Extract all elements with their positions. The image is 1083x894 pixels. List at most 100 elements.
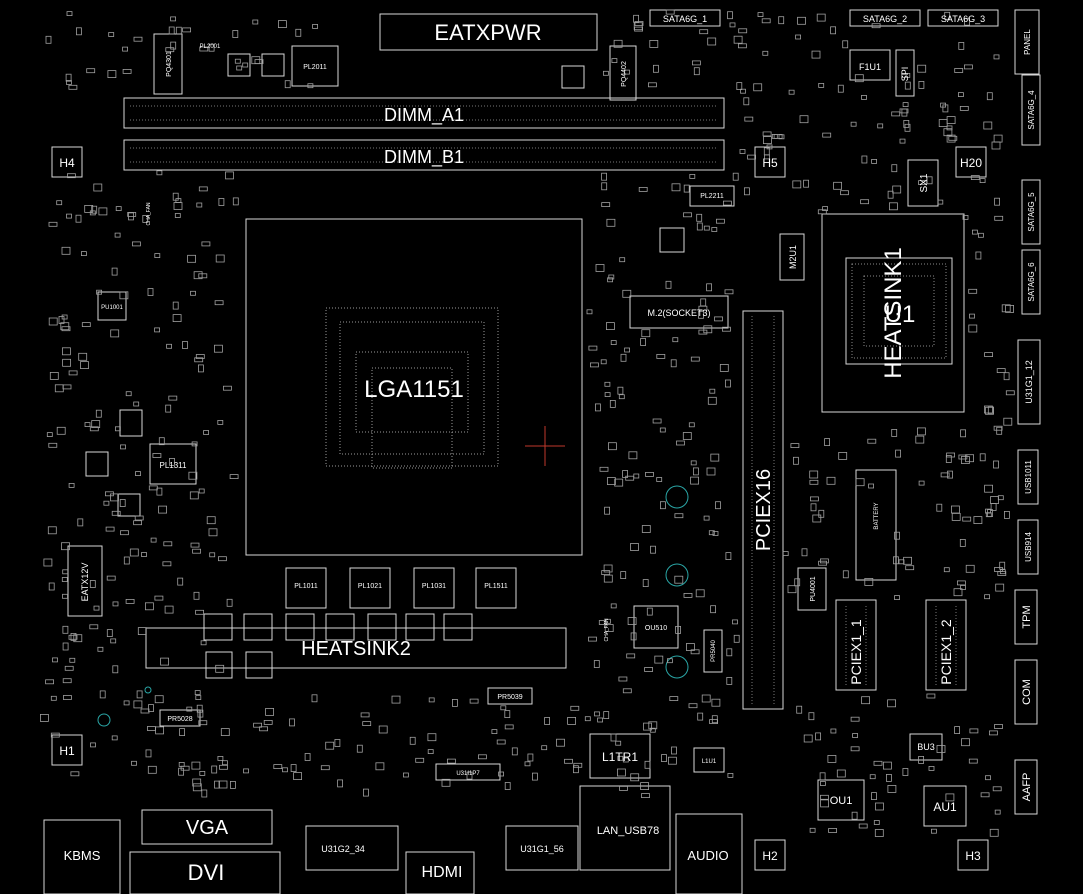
smd-pad [211,765,218,774]
smd-pad [123,700,130,706]
smd-pad [801,548,808,557]
smd-pad [793,456,799,465]
smd-pad [601,202,611,208]
smd-pad [904,123,911,132]
smd-pad [226,598,233,607]
heatsink1-outline [821,213,965,413]
smd-pad [142,214,149,223]
smd-pad [89,580,96,588]
smd-pad [67,173,76,179]
smd-pad [796,705,803,714]
smd-pad [726,648,733,657]
m2u1-chip [779,233,805,281]
smd-pad [76,27,82,36]
smd-pad [428,697,435,703]
smd-pad [415,757,425,763]
sata6g-2-label: SATA6G_2 [863,14,907,24]
smd-pad [133,36,143,42]
smd-pad [49,371,59,380]
smd-pad [634,21,644,26]
smd-pad [688,422,695,428]
smd-pad [674,575,684,584]
smd-pad [915,435,925,444]
smd-pad [960,429,966,438]
smd-pad [698,310,704,319]
smd-pad [993,460,999,469]
pl2011-inductor [291,45,339,87]
kbms-port [43,819,121,894]
smd-pad [724,289,734,295]
smd-pad [66,11,73,17]
smd-pad [45,679,54,685]
smd-pad [154,595,164,601]
smd-pad [714,316,723,322]
mounting-ring [665,485,689,509]
pq4301-component [153,33,183,95]
smd-pad [46,432,53,438]
smd-pad [822,206,828,212]
smd-pad [208,528,218,537]
smd-pad [221,760,228,766]
smd-pad [943,567,950,573]
smd-pad [723,200,732,206]
smd-pad [147,765,157,774]
lga-pin-field [325,307,499,469]
smd-pad [218,780,228,789]
smd-pad [66,80,72,85]
smd-pad [968,288,978,294]
smd-pad [595,403,601,412]
smd-pad [265,708,275,716]
u31i1p7-label: U31I1P7 [456,771,480,777]
smd-pad [871,23,881,29]
smd-pad [213,344,223,353]
smd-pad [179,728,186,736]
h3-label: H3 [965,849,981,863]
pl1311-inductor [149,443,197,485]
smd-pad [964,17,970,26]
dvi-port [129,851,281,894]
smd-pad [356,744,363,753]
smd-pad [62,347,71,356]
smd-pad [820,794,829,800]
smd-pad [106,575,116,581]
smd-pad [311,694,318,703]
cha-fan-2-label: CHA_FAN [604,618,610,641]
smd-pad [948,135,958,141]
smd-pad [75,214,82,223]
sata6g-5-connector [1021,179,1041,245]
smd-pad [158,505,168,514]
smd-pad [619,786,628,791]
smd-pad [188,471,198,480]
smd-pad [66,213,72,219]
smd-pad [337,779,344,788]
smd-pad [187,254,197,263]
pr5039-component [487,687,533,705]
smd-pad [61,542,70,551]
smd-pad [947,470,953,479]
smd-pad [251,56,261,65]
smd-pad [618,676,628,682]
smd-pad [820,781,826,786]
usb1011-connector [1017,449,1039,505]
smd-pad [809,827,816,833]
smd-pad [744,116,754,122]
smd-pad [320,765,330,771]
smd-pad [946,134,956,143]
smd-pad [983,121,993,130]
smd-pad [690,356,700,362]
smd-pad [601,182,608,191]
smd-pad [81,322,91,328]
smd-pad [112,665,119,674]
smd-pad [215,254,225,263]
smd-pad [40,714,49,722]
l1tr1-label: L1TR1 [602,750,638,764]
sata6g-3-connector [927,9,999,27]
smd-pad [633,473,640,479]
smd-pad [652,418,662,424]
smd-pad [609,399,616,408]
smd-pad [61,326,71,332]
h4-mount [51,146,83,178]
smd-pad [887,190,894,199]
smd-pad [946,125,953,131]
smd-pad [689,173,696,179]
